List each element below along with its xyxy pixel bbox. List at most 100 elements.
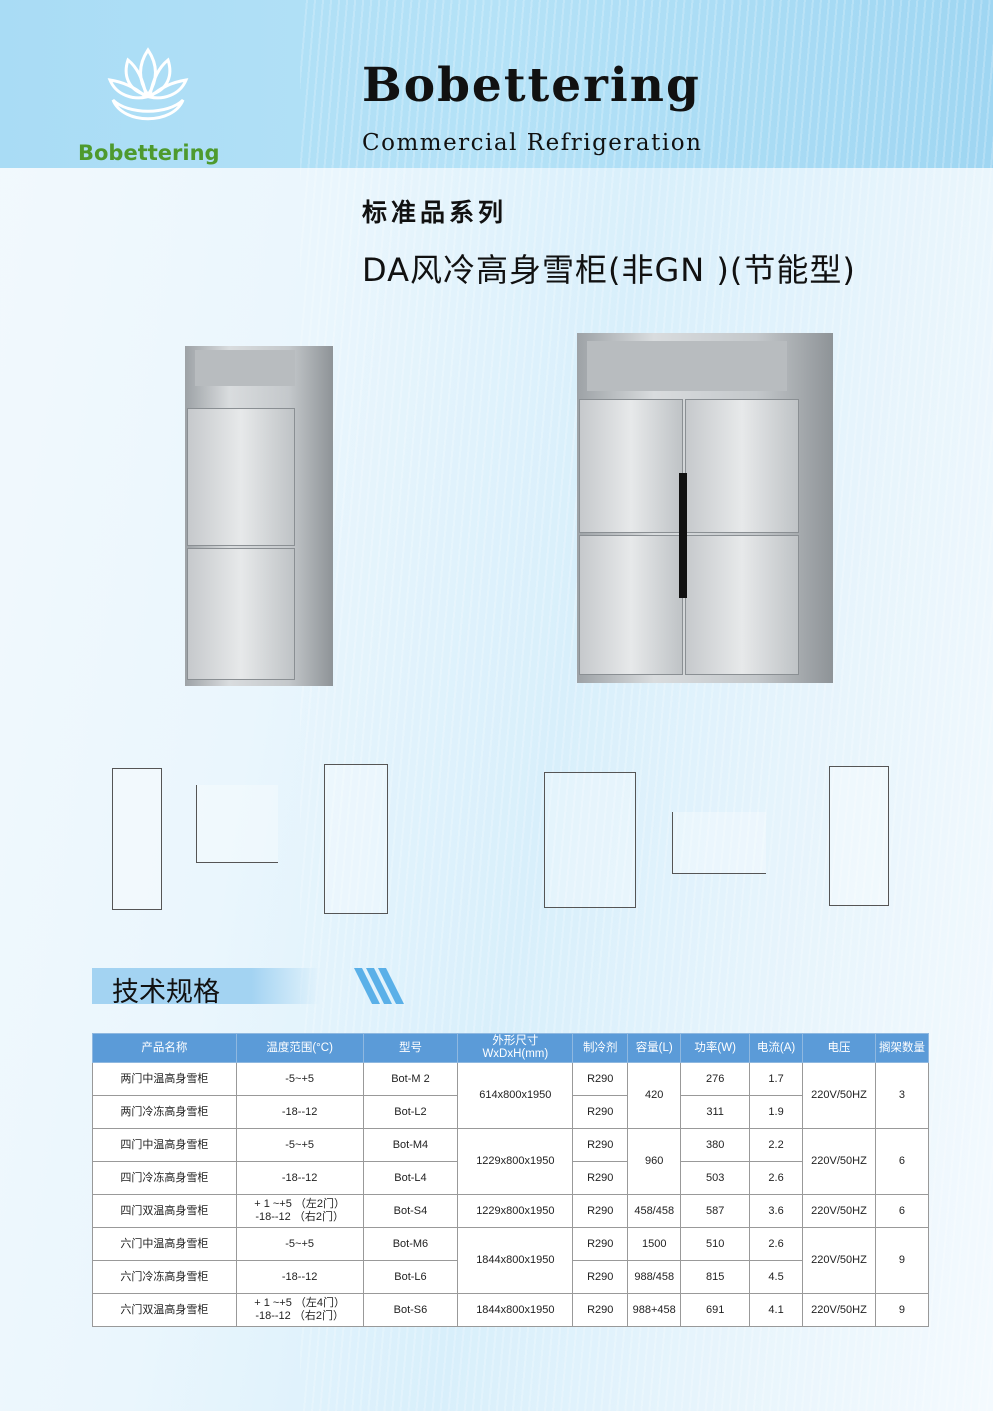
table-row: 四门冷冻高身雪柜 -18--12 Bot-L4 R290 503 2.6	[92, 1161, 929, 1195]
temp-line-1: + 1 ~+5 （左2门）	[254, 1198, 346, 1210]
cell-size: 614x800x1950	[457, 1062, 574, 1129]
cell-temp: + 1 ~+5 （左2门）-18--12 （右2门）	[235, 1194, 364, 1228]
cell-size: 1844x800x1950	[457, 1227, 574, 1294]
cell-model: Bot-L4	[362, 1161, 459, 1195]
cell-name: 六门中温高身雪柜	[92, 1227, 237, 1261]
drawing-two-door-front	[112, 768, 162, 910]
col-header: 电流(A)	[749, 1033, 804, 1063]
cell-current: 2.6	[749, 1161, 804, 1195]
cell-current: 2.6	[749, 1227, 804, 1261]
cell-current: 2.2	[749, 1128, 804, 1162]
cell-voltage: 220V/50HZ	[802, 1227, 876, 1294]
cell-shelves: 9	[874, 1227, 930, 1294]
cell-shelves: 6	[874, 1194, 930, 1228]
cell-model: Bot-L6	[362, 1260, 459, 1294]
temp-line-1: + 1 ~+5 （左4门）	[254, 1297, 346, 1309]
spec-section-title: 技术规格	[112, 977, 220, 1008]
drawing-four-door-front	[544, 772, 636, 908]
cell-refrigerant: R290	[572, 1128, 629, 1162]
cell-voltage: 220V/50HZ	[802, 1062, 876, 1129]
col-header: 型号	[362, 1033, 459, 1063]
four-door-fridge-image	[577, 333, 833, 683]
cell-refrigerant: R290	[572, 1095, 629, 1129]
table-row: 四门中温高身雪柜 -5~+5 Bot-M4 1229x800x1950 R290…	[92, 1128, 930, 1195]
cell-shelves: 3	[874, 1062, 930, 1129]
cell-power: 276	[680, 1062, 751, 1096]
cell-temp: + 1 ~+5 （左4门）-18--12 （右2门）	[235, 1293, 364, 1327]
cell-current: 1.9	[749, 1095, 804, 1129]
brand-subtitle: Commercial Refrigeration	[362, 130, 703, 156]
temp-line-2: -18--12 （右2门）	[255, 1310, 344, 1322]
cell-current: 1.7	[749, 1062, 804, 1096]
cell-temp: -5~+5	[235, 1227, 364, 1261]
cell-model: Bot-S4	[362, 1194, 459, 1228]
cell-voltage: 220V/50HZ	[802, 1128, 876, 1195]
spec-table: 产品名称 温度范围(°C) 型号 外形尺寸 WxDxH(mm) 制冷剂 容量(L…	[92, 1033, 930, 1327]
cell-temp: -18--12	[235, 1161, 364, 1195]
cell-power: 691	[680, 1293, 751, 1327]
product-title: DA风冷高身雪柜(非GN )(节能型)	[362, 251, 856, 289]
cell-current: 3.6	[749, 1194, 804, 1228]
cell-power: 815	[680, 1260, 751, 1294]
cell-refrigerant: R290	[572, 1062, 629, 1096]
table-row: 六门冷冻高身雪柜 -18--12 Bot-L6 R290 988/458 815…	[92, 1260, 929, 1294]
cell-model: Bot-M 2	[362, 1062, 459, 1096]
col-header: 温度范围(°C)	[235, 1033, 364, 1063]
cell-name: 四门中温高身雪柜	[92, 1128, 237, 1162]
cell-power: 380	[680, 1128, 751, 1162]
table-row: 四门双温高身雪柜 + 1 ~+5 （左2门）-18--12 （右2门） Bot-…	[92, 1194, 930, 1228]
drawing-four-door-side	[829, 766, 889, 906]
cell-name: 两门冷冻高身雪柜	[92, 1095, 237, 1129]
drawing-two-door-plan	[196, 785, 278, 863]
col-header: 功率(W)	[680, 1033, 751, 1063]
cell-capacity: 420	[627, 1062, 682, 1129]
cell-capacity: 458/458	[627, 1194, 682, 1228]
cell-size: 1844x800x1950	[457, 1293, 574, 1327]
table-header-row: 产品名称 温度范围(°C) 型号 外形尺寸 WxDxH(mm) 制冷剂 容量(L…	[92, 1033, 930, 1063]
col-header: 电压	[802, 1033, 876, 1063]
cell-name: 四门冷冻高身雪柜	[92, 1161, 237, 1195]
drawing-two-door-side	[324, 764, 388, 914]
cell-power: 503	[680, 1161, 751, 1195]
cell-refrigerant: R290	[572, 1293, 629, 1327]
cell-name: 两门中温高身雪柜	[92, 1062, 237, 1096]
cell-shelves: 9	[874, 1293, 930, 1327]
cell-refrigerant: R290	[572, 1161, 629, 1195]
cell-model: Bot-S6	[362, 1293, 459, 1327]
cell-power: 510	[680, 1227, 751, 1261]
stripes-icon	[354, 968, 404, 1004]
cell-power: 311	[680, 1095, 751, 1129]
cell-model: Bot-L2	[362, 1095, 459, 1129]
cell-capacity: 960	[627, 1128, 682, 1195]
table-row: 六门中温高身雪柜 -5~+5 Bot-M6 1844x800x1950 R290…	[92, 1227, 930, 1294]
col-header: 搁架数量	[874, 1033, 930, 1063]
col-header: 产品名称	[92, 1033, 237, 1063]
col-header: 外形尺寸 WxDxH(mm)	[457, 1033, 574, 1063]
cell-model: Bot-M4	[362, 1128, 459, 1162]
table-row: 六门双温高身雪柜 + 1 ~+5 （左4门）-18--12 （右2门） Bot-…	[92, 1293, 930, 1327]
cell-refrigerant: R290	[572, 1260, 629, 1294]
cell-model: Bot-M6	[362, 1227, 459, 1261]
cell-name: 四门双温高身雪柜	[92, 1194, 237, 1228]
cell-voltage: 220V/50HZ	[802, 1194, 876, 1228]
cell-capacity: 1500	[627, 1227, 682, 1261]
logo: Bobettering	[78, 40, 220, 165]
cell-capacity: 988+458	[627, 1293, 682, 1327]
temp-line-2: -18--12 （右2门）	[255, 1211, 344, 1223]
two-door-fridge-image	[185, 346, 333, 686]
lotus-handshake-icon	[107, 47, 189, 121]
cell-name: 六门双温高身雪柜	[92, 1293, 237, 1327]
cell-temp: -18--12	[235, 1095, 364, 1129]
col-header: 容量(L)	[627, 1033, 682, 1063]
cell-power: 587	[680, 1194, 751, 1228]
cell-shelves: 6	[874, 1128, 930, 1195]
series-label: 标准品系列	[362, 198, 508, 227]
cell-refrigerant: R290	[572, 1194, 629, 1228]
cell-capacity: 988/458	[627, 1260, 682, 1294]
table-row: 两门中温高身雪柜 -5~+5 Bot-M 2 614x800x1950 R290…	[92, 1062, 930, 1129]
cell-current: 4.1	[749, 1293, 804, 1327]
cell-refrigerant: R290	[572, 1227, 629, 1261]
spec-section-header: 技术规格	[92, 968, 404, 1008]
cell-voltage: 220V/50HZ	[802, 1293, 876, 1327]
logo-text: Bobettering	[78, 141, 220, 165]
